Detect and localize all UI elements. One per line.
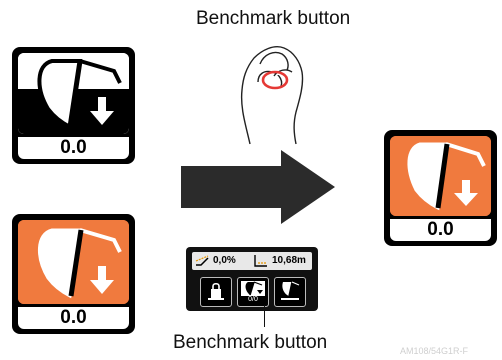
hand-illustration bbox=[230, 38, 330, 146]
bucket-icon bbox=[18, 220, 129, 304]
benchmark-button[interactable]: 0/0 bbox=[237, 277, 269, 307]
bucket-tile-right[interactable]: 0.0 bbox=[384, 130, 497, 246]
tile-face bbox=[390, 136, 491, 216]
tile-face bbox=[18, 220, 129, 304]
benchmark-caption-top: Benchmark button bbox=[196, 8, 351, 29]
bucket-tile-bottom-left[interactable]: 0.0 bbox=[12, 214, 135, 334]
status-bar: 0,0% 10,68m bbox=[192, 252, 312, 270]
down-arrow-icon bbox=[454, 180, 478, 206]
bucket-icon bbox=[18, 53, 129, 134]
tile-value: 0.0 bbox=[18, 137, 129, 159]
benchmark-caption-bottom: Benchmark button bbox=[173, 332, 328, 353]
figure-id: AM108/54G1R-F bbox=[400, 346, 469, 356]
right-arrow-icon bbox=[181, 150, 335, 224]
down-arrow-icon bbox=[90, 266, 114, 294]
distance-icon bbox=[254, 255, 267, 267]
highlight-ring bbox=[261, 70, 289, 90]
callout-line bbox=[264, 305, 265, 327]
lock-icon bbox=[208, 282, 224, 300]
bucket-icon bbox=[390, 136, 491, 216]
slope-icon bbox=[195, 255, 209, 266]
tile-value: 0.0 bbox=[18, 307, 129, 329]
lock-button[interactable] bbox=[200, 277, 232, 307]
distance-value: 10,68m bbox=[272, 255, 306, 266]
down-arrow-icon bbox=[90, 97, 114, 125]
slope-value: 0,0% bbox=[213, 255, 236, 266]
tile-face bbox=[18, 53, 129, 134]
level-button[interactable] bbox=[274, 277, 306, 307]
bucket-icon bbox=[241, 281, 265, 296]
level-icon bbox=[281, 281, 300, 300]
hand-icon bbox=[240, 46, 304, 145]
benchmark-button-value: 0/0 bbox=[248, 296, 258, 303]
tile-value: 0.0 bbox=[390, 219, 491, 241]
bucket-tile-top-left[interactable]: 0.0 bbox=[12, 47, 135, 164]
guidance-panel: 0,0% 10,68m 0/0 bbox=[186, 247, 318, 311]
